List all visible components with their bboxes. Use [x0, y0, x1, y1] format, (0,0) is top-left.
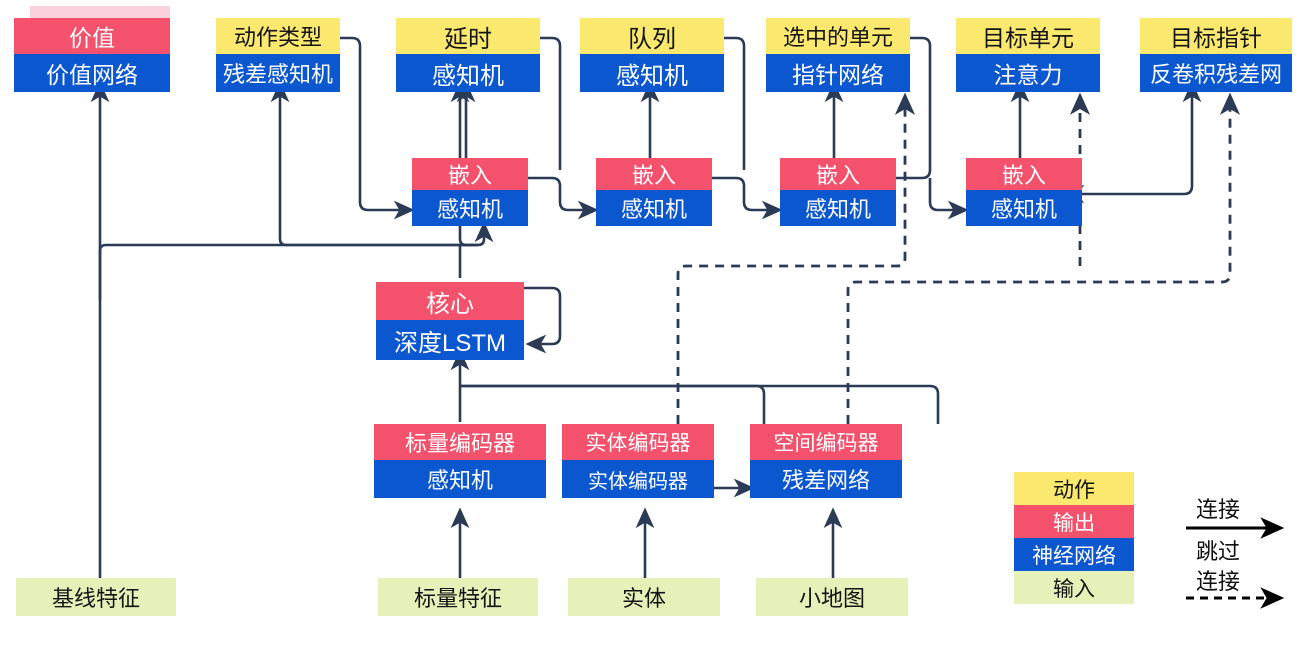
node-embed-2-output: 嵌入: [596, 158, 712, 190]
node-action-type-net: 残差感知机: [216, 54, 340, 92]
node-target-unit-action: 目标单元: [956, 18, 1100, 54]
node-delay[interactable]: 延时 感知机: [396, 18, 540, 92]
wire-embed1-to-embed2: [528, 176, 599, 220]
node-spatial-encoder-net: 残差网络: [750, 460, 902, 498]
wire-entity-to-core-bus: [460, 384, 766, 424]
node-input-scalar-features[interactable]: 标量特征: [378, 578, 538, 616]
wire-bus-to-embed1: [474, 221, 494, 247]
node-action-type[interactable]: 动作类型 残差感知机: [216, 18, 340, 92]
node-value-net: 价值网络: [14, 54, 170, 92]
legend-connection-label: 连接: [1196, 497, 1241, 522]
skip-spatial-to-target-pointer: [846, 92, 1241, 424]
node-scalar-encoder-net: 感知机: [374, 460, 546, 498]
wire-to-embed4: [928, 178, 969, 220]
wire-selected-to-embed3: [869, 36, 932, 188]
node-embed-3-output: 嵌入: [780, 158, 896, 190]
node-core[interactable]: 核心 深度LSTM: [376, 282, 524, 360]
node-input-minimap[interactable]: 小地图: [756, 578, 908, 616]
node-embed-1-net: 感知机: [412, 190, 528, 226]
node-queue[interactable]: 队列 感知机: [580, 18, 724, 92]
legend-skip-label-line1: 跳过: [1196, 539, 1241, 564]
node-target-unit-net: 注意力: [956, 54, 1100, 92]
wire-right-to-embed4: [1063, 162, 1194, 204]
node-embed-4-output: 嵌入: [966, 158, 1082, 190]
node-embed-4-net: 感知机: [966, 190, 1082, 226]
node-entity-encoder[interactable]: 实体编码器 实体编码器: [562, 424, 714, 498]
node-value-action: 价值: [14, 18, 170, 54]
wire-queue-to-embed3: [724, 36, 746, 170]
node-target-pointer[interactable]: 目标指针 反卷积残差网: [1140, 18, 1292, 92]
wire-actiontype-to-embed1: [340, 36, 415, 220]
node-embed-1[interactable]: 嵌入 感知机: [412, 158, 528, 226]
node-spatial-encoder[interactable]: 空间编码器 残差网络: [750, 424, 902, 498]
node-embed-3[interactable]: 嵌入 感知机: [780, 158, 896, 226]
node-embed-2[interactable]: 嵌入 感知机: [596, 158, 712, 226]
node-target-pointer-net: 反卷积残差网: [1140, 54, 1292, 92]
legend-skip-label-line2: 连接: [1196, 569, 1241, 594]
node-action-type-action: 动作类型: [216, 18, 340, 54]
node-embed-2-net: 感知机: [596, 190, 712, 226]
node-delay-net: 感知机: [396, 54, 540, 92]
node-target-pointer-action: 目标指针: [1140, 18, 1292, 54]
node-selected-units-net: 指针网络: [766, 54, 910, 92]
wire-bus-to-action-type: [270, 81, 478, 247]
node-embed-1-output: 嵌入: [412, 158, 528, 190]
legend-swatches: 动作 输出 神经网络 输入: [1014, 472, 1134, 604]
node-core-net: 深度LSTM: [376, 320, 524, 360]
wire-core-self-loop: [524, 286, 562, 354]
skip-entity-to-selected-units: [676, 92, 916, 424]
legend-swatch-action: 动作: [1014, 472, 1134, 505]
node-embed-3-net: 感知机: [780, 190, 896, 226]
wire-spatial-to-core-bus: [460, 384, 940, 424]
wire-embed2-to-embed3: [712, 176, 783, 220]
wire-bus-to-delay-up: [450, 81, 478, 247]
node-scalar-encoder-output: 标量编码器: [374, 424, 546, 460]
legend-swatch-network: 神经网络: [1014, 538, 1134, 571]
node-spatial-encoder-output: 空间编码器: [750, 424, 902, 460]
node-core-output: 核心: [376, 282, 524, 320]
node-value[interactable]: 价值 价值网络: [14, 18, 170, 92]
node-queue-net: 感知机: [580, 54, 724, 92]
wire-delay-to-embed2: [540, 36, 562, 170]
node-input-entities[interactable]: 实体: [568, 578, 720, 616]
node-scalar-encoder[interactable]: 标量编码器 感知机: [374, 424, 546, 498]
node-queue-action: 队列: [580, 18, 724, 54]
node-input-baseline-features[interactable]: 基线特征: [16, 578, 176, 616]
node-delay-action: 延时: [396, 18, 540, 54]
node-embed-4[interactable]: 嵌入 感知机: [966, 158, 1082, 226]
node-entity-encoder-output: 实体编码器: [562, 424, 714, 460]
legend-swatch-output: 输出: [1014, 505, 1134, 538]
node-target-unit[interactable]: 目标单元 注意力: [956, 18, 1100, 92]
node-selected-units-action: 选中的单元: [766, 18, 910, 54]
node-entity-encoder-net: 实体编码器: [562, 460, 714, 498]
wire-bus-to-left: [98, 243, 478, 300]
node-selected-units[interactable]: 选中的单元 指针网络: [766, 18, 910, 92]
legend-swatch-input: 输入: [1014, 571, 1134, 604]
